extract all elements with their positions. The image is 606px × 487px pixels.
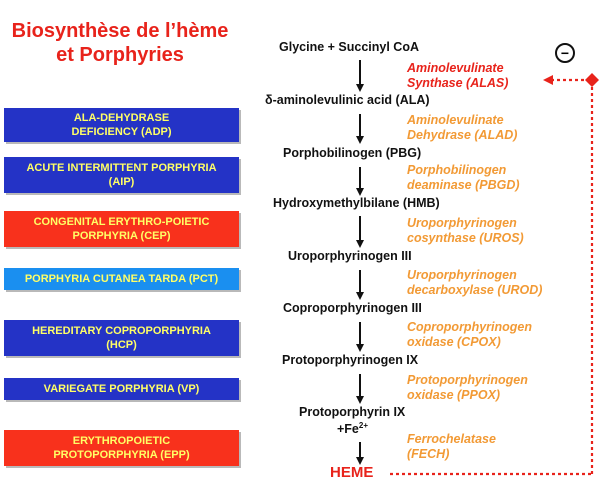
disease-box-pct: PORPHYRIA CUTANEA TARDA (PCT) [4, 268, 239, 290]
metabolite-ala: δ-aminolevulinic acid (ALA) [265, 93, 430, 107]
metabolite-hmb: Hydroxymethylbilane (HMB) [273, 196, 440, 210]
feedback-loop-line [390, 75, 594, 476]
disease-label: HEREDITARY COPROPORPHYRIA(HCP) [32, 325, 211, 351]
metabolite-uro3: Uroporphyrinogen III [288, 249, 412, 263]
diagram-title-line1: Biosynthèse de l’hème [11, 20, 229, 42]
metabolite-pbg: Porphobilinogen (PBG) [283, 146, 422, 160]
disease-box-aip: ACUTE INTERMITTENT PORPHYRIA(AIP) [4, 157, 239, 193]
iron-label: +Fe2+ [337, 421, 369, 437]
metabolite-heme: HEME [330, 464, 374, 481]
disease-box-vp: VARIEGATE PORPHYRIA (VP) [4, 378, 239, 400]
enzyme-fech: Ferrochelatase(FECH) [407, 432, 496, 461]
diagram-title-line2: et Porphyries [56, 44, 184, 66]
disease-box-hcp: HEREDITARY COPROPORPHYRIA(HCP) [4, 320, 239, 356]
metabolite-proto9: Protoporphyrin IX [299, 405, 406, 419]
metabolite-protogen9: Protoporphyrinogen IX [282, 353, 419, 367]
feedback-diamond-icon [585, 73, 599, 87]
inhibition-minus-icon: − [555, 43, 575, 63]
disease-label: VARIEGATE PORPHYRIA (VP) [43, 383, 200, 395]
disease-label: PORPHYRIA CUTANEA TARDA (PCT) [24, 273, 219, 285]
disease-label: ACUTE INTERMITTENT PORPHYRIA(AIP) [26, 162, 217, 188]
metabolite-copro3: Coproporphyrinogen III [283, 301, 422, 315]
metabolite-start: Glycine + Succinyl CoA [279, 40, 419, 54]
